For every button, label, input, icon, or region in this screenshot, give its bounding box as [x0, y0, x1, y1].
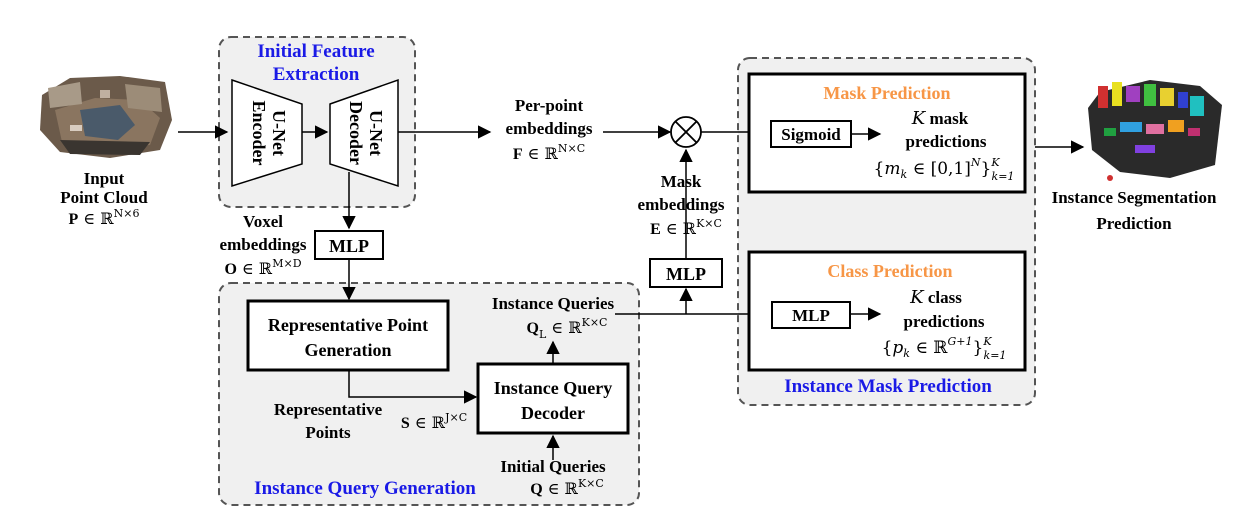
mask-mlp-block: [649, 258, 723, 288]
rep-point-label-line2: Generation: [305, 340, 392, 360]
mask-prediction-title: Mask Prediction: [823, 83, 950, 103]
feature-extraction-title-line1: Initial Feature: [257, 41, 374, 62]
iq-decoder-label-line2: Decoder: [521, 403, 585, 423]
input-label-line1: Input: [84, 169, 125, 188]
rep-points-symbol: S ∈ ℝJ×C: [401, 411, 467, 432]
output-label-line1: Instance Segmentation: [1052, 188, 1217, 207]
output-label-line2: Prediction: [1096, 214, 1172, 233]
mask-embeddings-symbol: E ∈ ℝK×C: [650, 217, 722, 238]
unet-decoder-block: [329, 78, 399, 188]
svg-text:Encoder: Encoder: [249, 101, 269, 166]
voxel-symbol: O ∈ ℝM×D: [224, 257, 301, 278]
instance-query-decoder-block: [476, 362, 630, 435]
class-prediction-title: Class Prediction: [827, 261, 952, 281]
per-point-label-line1: Per-point: [515, 96, 584, 115]
input-symbol: P ∈ ℝN×6: [69, 207, 140, 228]
instance-mask-prediction-title: Instance Mask Prediction: [784, 376, 992, 397]
class-mlp-label: MLP: [792, 306, 830, 325]
mask-embeddings-label-line1: Mask: [661, 172, 702, 191]
rep-points-label-line1: Representative: [274, 400, 383, 419]
per-point-symbol: F ∈ ℝN×C: [513, 142, 585, 163]
class-mlp-block: [771, 301, 851, 329]
voxel-label-line2: embeddings: [220, 235, 307, 254]
sigmoid-label: Sigmoid: [781, 125, 841, 144]
instance-queries-symbol: QL ∈ ℝK×C: [527, 316, 608, 341]
feature-extraction-title-line2: Extraction: [273, 64, 360, 85]
unet-decoder-label: U-Net Decoder: [346, 101, 386, 165]
mask-mlp-label: MLP: [666, 264, 706, 284]
initial-queries-symbol: Q ∈ ℝK×C: [530, 477, 604, 498]
svg-text:U-Net: U-Net: [269, 110, 289, 156]
per-point-label-line2: embeddings: [506, 119, 593, 138]
segmented-point-cloud-image: [1088, 80, 1222, 181]
unet-encoder-block: [231, 78, 303, 188]
multiply-operator-icon: [670, 116, 702, 148]
initial-queries-label: Initial Queries: [500, 457, 606, 476]
voxel-label-line1: Voxel: [243, 212, 283, 231]
sigmoid-block: [770, 120, 852, 148]
iq-decoder-label-line1: Instance Query: [494, 378, 613, 398]
class-pred-line2: predictions: [904, 312, 985, 331]
point-cloud-scene-image: [40, 76, 172, 158]
rep-point-generation-block: [246, 299, 450, 372]
query-generation-title: Instance Query Generation: [254, 478, 476, 499]
svg-text:Decoder: Decoder: [346, 101, 366, 165]
instance-queries-label: Instance Queries: [492, 294, 615, 313]
input-label-line2: Point Cloud: [60, 188, 148, 207]
svg-text:U-Net: U-Net: [366, 110, 386, 156]
unet-encoder-label: U-Net Encoder: [249, 101, 289, 166]
arrow-rep-point-to-decoder: [348, 370, 478, 404]
class-pred-line1: K class: [909, 287, 962, 308]
voxel-mlp-label: MLP: [329, 236, 369, 256]
mask-pred-line2: predictions: [906, 132, 987, 151]
rep-point-label-line1: Representative Point: [268, 315, 428, 335]
mask-pred-line1: K mask: [911, 108, 969, 129]
rep-points-label-line2: Points: [305, 423, 351, 442]
mask-embeddings-label-line2: embeddings: [638, 195, 725, 214]
